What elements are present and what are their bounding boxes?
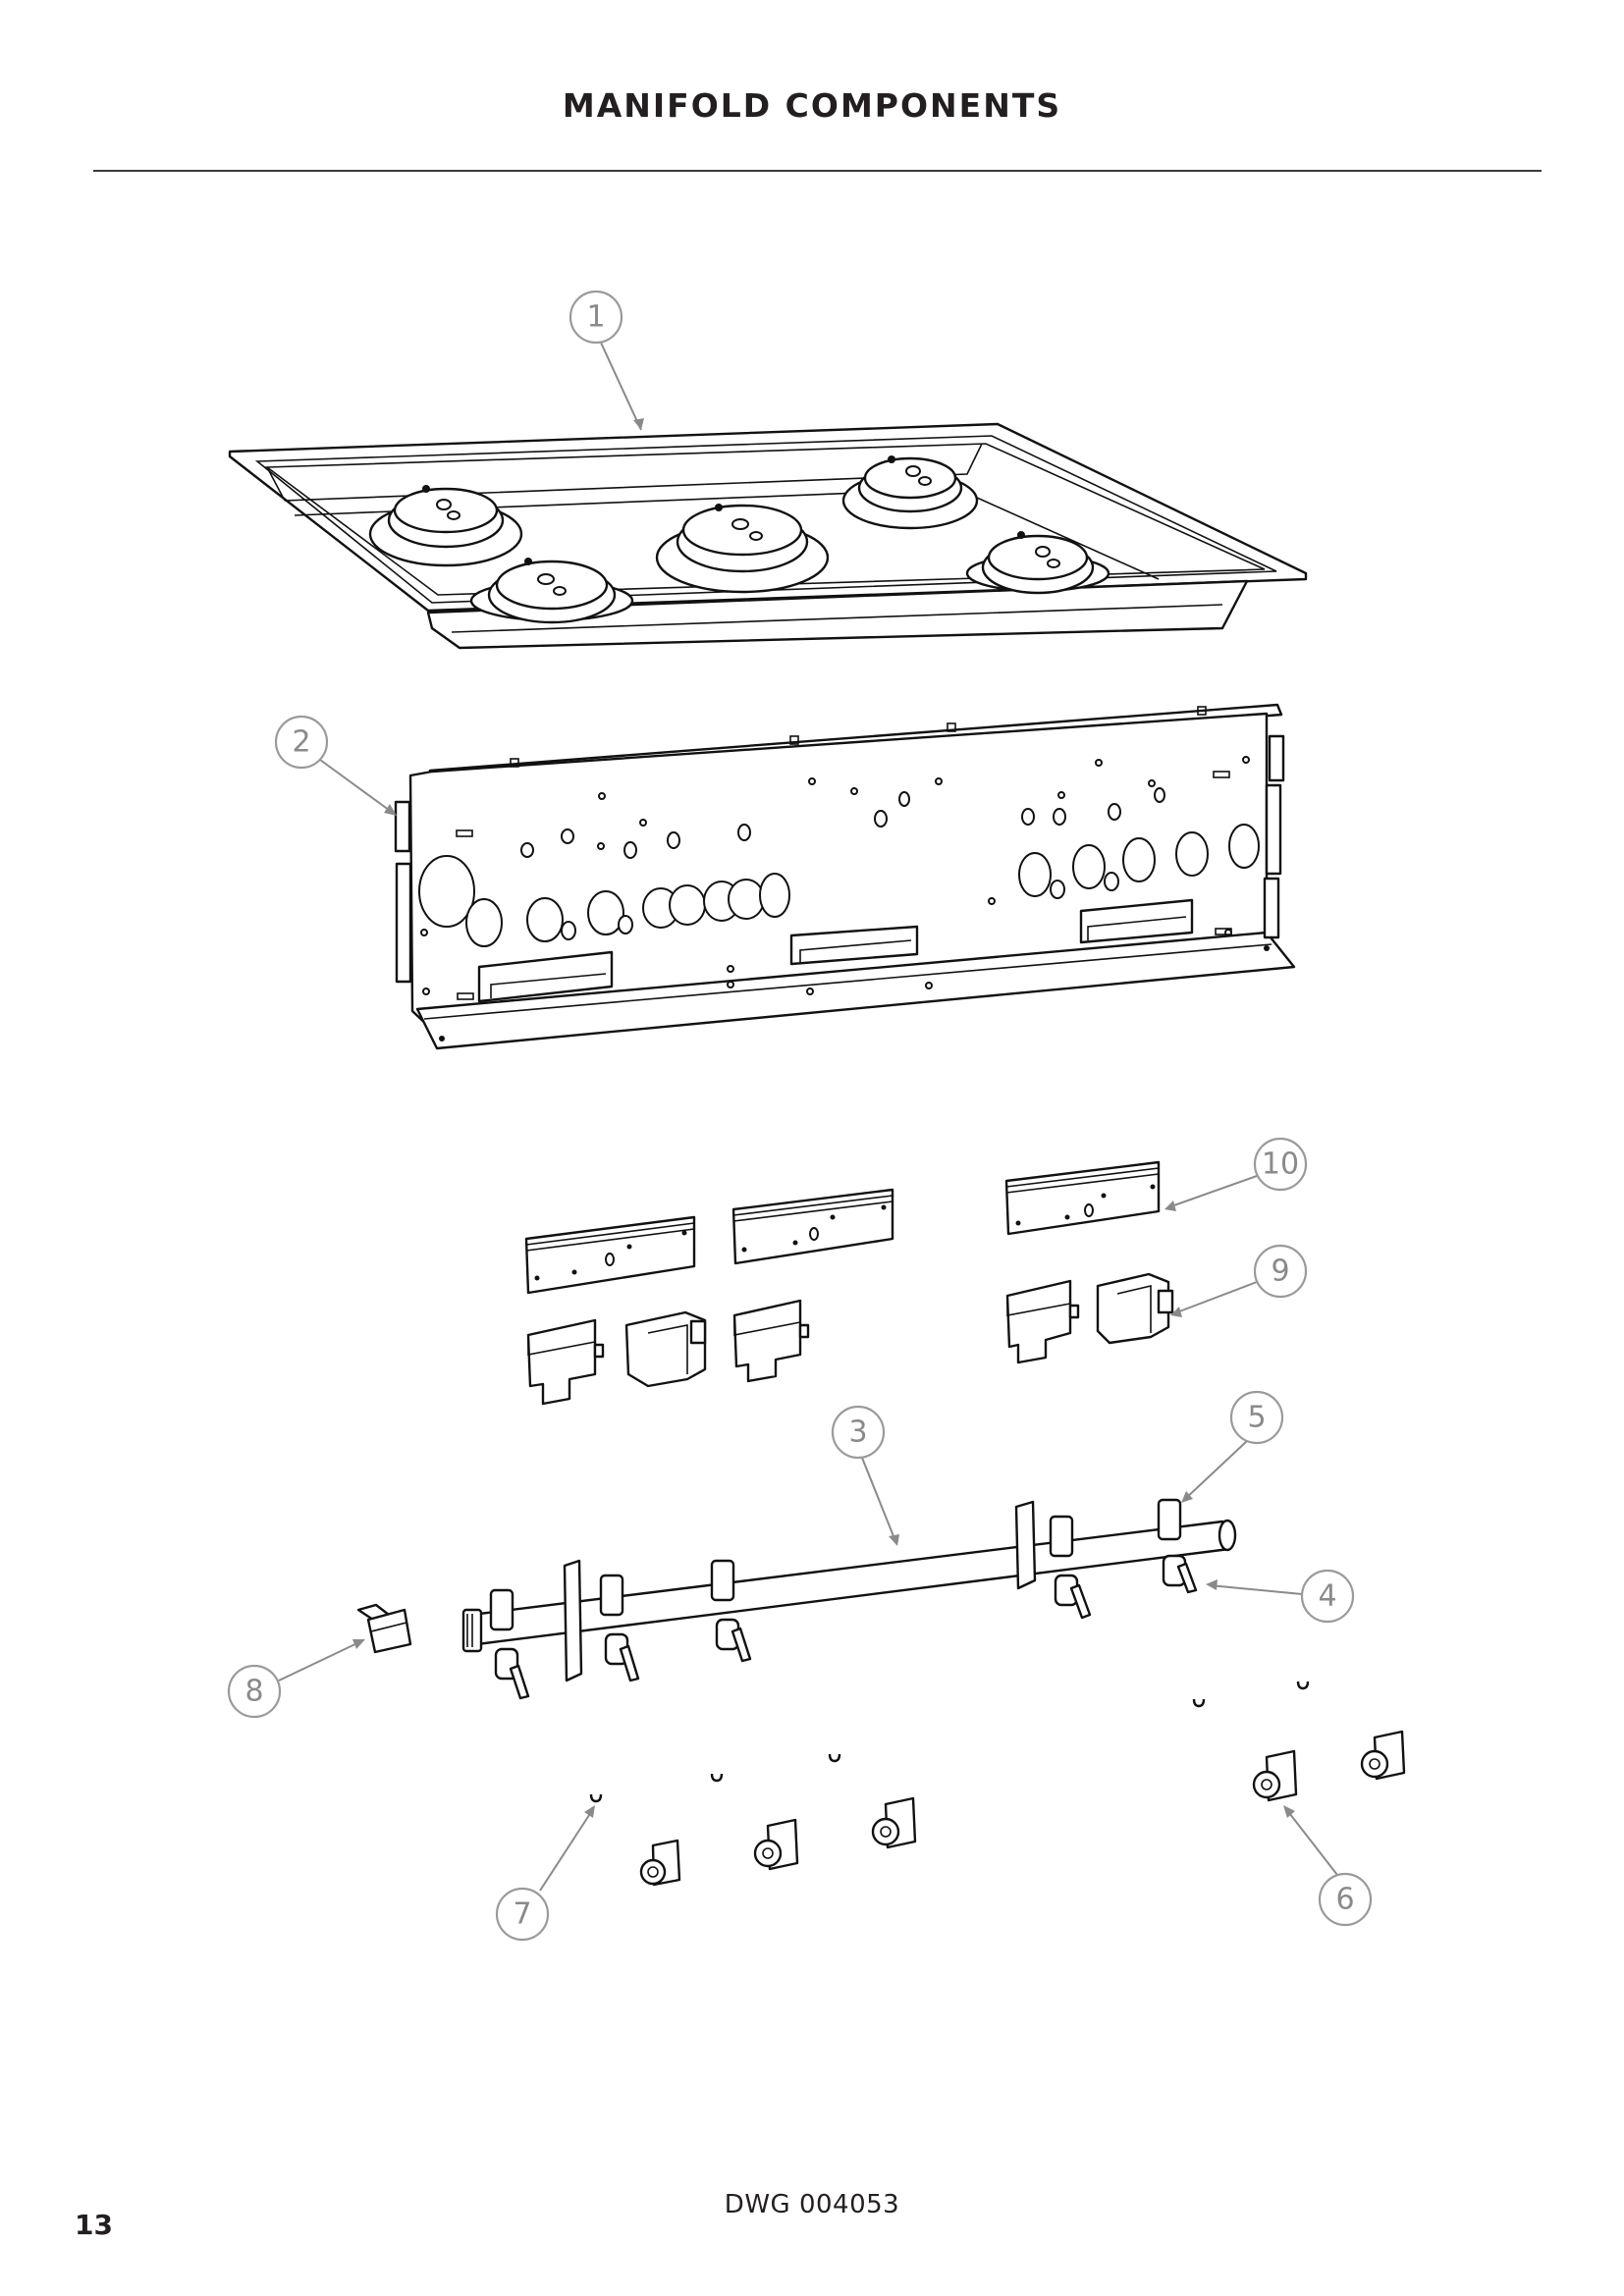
callout-8: 8 [227, 1664, 282, 1719]
svg-text:7: 7 [513, 1897, 531, 1932]
burner-rear-left [368, 485, 523, 567]
callout-1: 1 [568, 290, 623, 345]
valve-2 [599, 1574, 640, 1682]
manifold-pipe-assembly [461, 1498, 1237, 1700]
svg-text:1: 1 [586, 300, 605, 335]
spark-module-3 [732, 1299, 810, 1383]
callout-4: 4 [1300, 1569, 1355, 1624]
gas-inlet-fitting [356, 1603, 412, 1654]
ignition-switch-1 [639, 1839, 681, 1887]
page-number: 13 [75, 2209, 113, 2241]
valve-4 [1049, 1515, 1092, 1620]
ignition-switch-5 [1360, 1730, 1406, 1781]
valve-1 [489, 1588, 530, 1700]
callout-10: 10 [1253, 1137, 1308, 1192]
callout-7: 7 [495, 1887, 550, 1942]
spark-module-4 [1005, 1279, 1080, 1364]
valve-3 [710, 1559, 752, 1663]
spark-module-5 [1096, 1272, 1174, 1345]
bracket-2 [731, 1188, 894, 1265]
valve-5 [1157, 1498, 1198, 1594]
svg-text:2: 2 [292, 725, 310, 760]
spark-module-2 [624, 1310, 707, 1388]
ignition-switch-4 [1252, 1749, 1298, 1802]
module-brackets [524, 1160, 1161, 1295]
callout-6: 6 [1318, 1872, 1373, 1927]
svg-text:3: 3 [848, 1415, 867, 1450]
page-title: MANIFOLD COMPONENTS [562, 86, 1062, 125]
leader-lines [278, 342, 1338, 1892]
callout-9: 9 [1253, 1244, 1308, 1299]
svg-text:10: 10 [1262, 1148, 1299, 1182]
manifold-panel [394, 703, 1296, 1050]
callout-2: 2 [274, 715, 329, 770]
burner-front-right [965, 531, 1110, 595]
callout-5: 5 [1229, 1390, 1284, 1445]
burner-front-left [469, 558, 634, 624]
svg-text:9: 9 [1271, 1255, 1289, 1289]
ignition-switch-3 [871, 1796, 917, 1849]
bracket-1 [524, 1215, 696, 1295]
drawing-number: DWG 004053 [724, 2190, 900, 2219]
burner-center [655, 504, 830, 594]
svg-text:6: 6 [1335, 1883, 1354, 1917]
svg-text:5: 5 [1247, 1401, 1266, 1435]
cooktop-tray [228, 422, 1308, 650]
retaining-clips [589, 1681, 1310, 1803]
ignition-switches [639, 1730, 1406, 1887]
burner-rear-right [841, 455, 979, 530]
bracket-3 [1004, 1160, 1161, 1236]
svg-text:8: 8 [244, 1675, 263, 1709]
ignition-switch-2 [753, 1818, 799, 1871]
title-divider [93, 170, 1542, 172]
spark-module-1 [526, 1318, 605, 1406]
svg-text:4: 4 [1318, 1579, 1336, 1614]
callout-3: 3 [831, 1405, 886, 1460]
spark-modules [526, 1272, 1174, 1406]
